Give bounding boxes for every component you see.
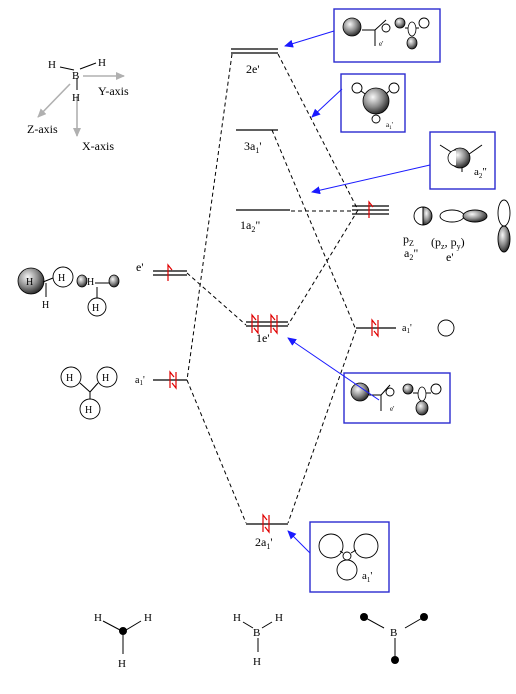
y-axis-label: Y-axis <box>98 84 129 98</box>
svg-text:H: H <box>26 277 33 288</box>
axis-atom-h1: H <box>48 59 56 71</box>
mo-level-2a1: 2a1' <box>246 523 288 551</box>
box-a1-lower-label: a1' <box>362 570 372 584</box>
x-axis-label: X-axis <box>82 139 114 153</box>
pointer-arrows <box>284 30 431 554</box>
box-a1-lower: a1' <box>309 521 390 593</box>
mo-level-1a2: 1a2" <box>236 209 290 234</box>
svg-text:H: H <box>92 303 99 314</box>
left-level-a1: a1' <box>135 375 187 387</box>
label-2a1: 2a1' <box>255 535 273 551</box>
correlation-lines <box>186 53 359 524</box>
axis-atom-h2: H <box>98 57 106 69</box>
box-e-lower-label: e' <box>390 405 394 413</box>
svg-text:H: H <box>94 612 102 624</box>
label-left-a1: a1' <box>135 375 145 387</box>
label-1a2: 1a2" <box>240 218 260 234</box>
svg-text:H: H <box>42 300 49 311</box>
svg-text:H: H <box>87 277 94 288</box>
left-e-orbitals: H H H H H <box>17 266 120 317</box>
svg-text:H: H <box>85 405 92 416</box>
mo-level-2e: 2e' <box>231 48 278 76</box>
svg-text:H: H <box>233 612 241 624</box>
svg-text:H: H <box>102 373 109 384</box>
bottom-b-fragment: B <box>360 613 428 664</box>
label-right-e: e' <box>446 250 454 264</box>
label-pz: pZ <box>403 232 414 248</box>
svg-text:H: H <box>118 658 126 670</box>
box-e-lower: e' <box>343 372 451 424</box>
svg-text:H: H <box>66 373 73 384</box>
left-level-e: e' <box>136 260 187 276</box>
label-3a1: 3a1' <box>244 139 262 155</box>
svg-text:H: H <box>144 612 152 624</box>
bottom-bh3-molecule: H B H H <box>233 612 283 668</box>
axis-atom-h3: H <box>72 92 80 104</box>
svg-text:H: H <box>275 612 283 624</box>
mo-level-3a1: 3a1' <box>236 129 278 155</box>
axis-system: H B H H Y-axis Z-axis X-axis <box>27 57 129 153</box>
label-left-e: e' <box>136 260 144 274</box>
svg-text:H: H <box>58 273 65 284</box>
mo-level-1e: 1e' <box>246 321 288 345</box>
box-a1-upper-label: a1' <box>386 121 393 131</box>
electron-arrows <box>167 200 379 534</box>
label-1e: 1e' <box>256 331 270 345</box>
label-right-a2: a2" <box>404 246 418 262</box>
label-right-a1: a1' <box>402 323 412 335</box>
right-level-a1: a1' <box>356 323 412 335</box>
bottom-b-label: B <box>390 627 397 639</box>
label-2e: 2e' <box>246 62 260 76</box>
box-2e-label: e' <box>379 40 383 48</box>
right-level-p <box>352 205 389 215</box>
box-2e: e' <box>333 8 441 63</box>
bottom-b-atom: B <box>253 627 260 639</box>
svg-text:H: H <box>253 656 261 668</box>
right-b-orbitals: pZ a2" (pz, py) e' <box>403 199 511 337</box>
box-a1-upper: a1' <box>340 73 406 133</box>
label-pz-py: (pz, py) <box>431 235 465 251</box>
box-a2: a2" <box>429 131 496 190</box>
axis-atom-b: B <box>72 70 79 82</box>
bottom-h3-fragment: H H H <box>94 612 152 670</box>
z-axis-label: Z-axis <box>27 122 58 136</box>
box-a2-label: a2" <box>474 166 487 180</box>
left-a1-orbital: H H H <box>60 366 118 420</box>
